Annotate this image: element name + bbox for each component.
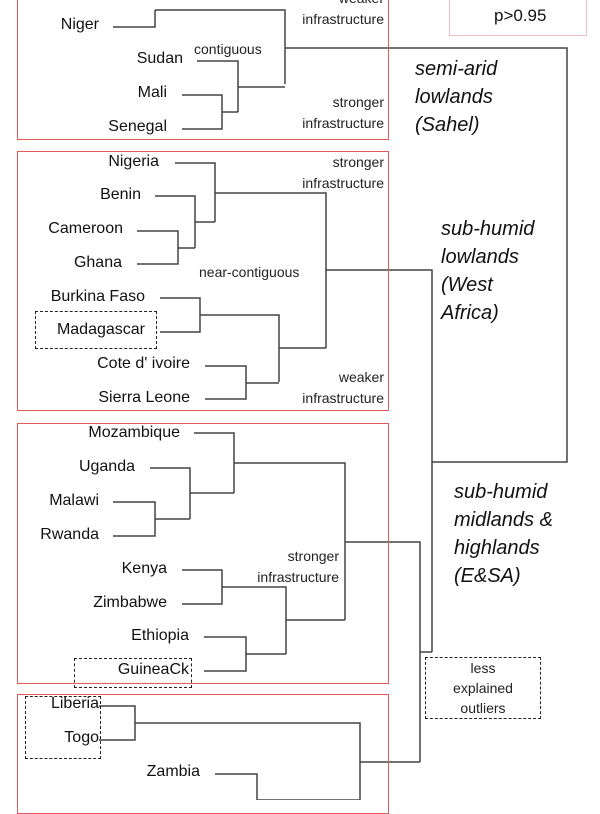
note-sahel-weaker-text: weaker infrastructure [302, 0, 384, 27]
leaf-kenya: Kenya [121, 560, 167, 577]
branch-benin [155, 195, 196, 248]
region-sahel-line-3: (Sahel) [415, 114, 480, 136]
branch-bm-join [200, 314, 280, 382]
region-wa-line-4: Africa) [441, 302, 499, 324]
cluster-box-esa [17, 423, 389, 684]
leaf-liberia: Liberia [50, 695, 99, 712]
region-wa-line-2: lowlands [441, 246, 519, 268]
outliers-note-line-1: less [470, 660, 496, 676]
note-wa-stronger: stronger infrastructure [284, 152, 384, 194]
outlier-box-guineack [74, 658, 192, 688]
region-label-sahel: semi-arid lowlands (Sahel) [415, 55, 497, 139]
region-esa-line-1: sub-humid [454, 481, 548, 503]
note-wa-stronger-text: stronger infrastructure [302, 154, 384, 191]
leaf-sierra-leone: Sierra Leone [98, 389, 190, 406]
leaf-burkina-faso: Burkina Faso [50, 288, 145, 305]
branch-wa-top [215, 192, 327, 348]
cluster-box-sahel [17, 0, 389, 140]
legend-significance: p>0.95 [494, 6, 547, 25]
leaf-niger: Niger [60, 16, 99, 33]
region-wa-line-1: sub-humid [441, 218, 535, 240]
outliers-note-box [425, 657, 541, 719]
leaf-zambia: Zambia [146, 763, 200, 780]
region-esa-line-4: (E&SA) [454, 565, 521, 587]
leaf-mozambique: Mozambique [88, 424, 180, 441]
leaf-cote-divoire: Cote d' ivoire [97, 355, 190, 372]
legend-box [449, 0, 587, 36]
branch-mozambique [194, 432, 235, 493]
branch-uganda [150, 467, 191, 519]
branch-esa-root [345, 541, 421, 762]
leaf-zimbabwe: Zimbabwe [93, 594, 167, 611]
branch-esa-top [234, 462, 346, 620]
leaf-sudan: Sudan [136, 50, 183, 67]
leaf-nigeria: Nigeria [108, 153, 159, 170]
branch-zambia-join [257, 762, 361, 800]
leaf-togo: Togo [64, 729, 99, 746]
branch-wa-root [326, 269, 433, 652]
leaf-mali: Mali [137, 84, 167, 101]
branch-sudan [197, 60, 239, 112]
branch-nigeria [175, 162, 216, 222]
branch-kz-join [222, 586, 287, 654]
branch-niger [113, 10, 156, 28]
note-sahel-weaker: weaker infrastructure [284, 0, 384, 30]
leaf-ethiopia: Ethiopia [131, 627, 189, 644]
region-label-esa: sub-humid midlands & highlands (E&SA) [454, 478, 553, 590]
outliers-note-line-2: explained [453, 680, 513, 696]
note-esa-stronger: stronger infrastructure [239, 546, 339, 588]
leaf-madagascar: Madagascar [56, 321, 145, 338]
note-wa-weaker: weaker infrastructure [284, 367, 384, 409]
region-sahel-line-2: lowlands [415, 86, 493, 108]
branch-zambia [215, 773, 258, 800]
outlier-box-madagascar [35, 311, 157, 349]
leaf-senegal: Senegal [108, 118, 167, 135]
note-sahel-contiguity: contiguous [194, 41, 262, 57]
note-esa-stronger-text: stronger infrastructure [257, 548, 339, 585]
outliers-note: less explained outliers [425, 658, 541, 718]
leaf-rwanda: Rwanda [40, 526, 99, 543]
leaf-cameroon: Cameroon [48, 220, 123, 237]
region-esa-line-2: midlands & [454, 509, 553, 531]
branch-sahel-top [155, 9, 286, 84]
branch-lt-join [135, 722, 361, 762]
leaf-uganda: Uganda [78, 458, 135, 475]
leaf-guineack: GuineaCk [117, 661, 189, 678]
leaf-benin: Benin [100, 186, 141, 203]
leaf-malawi: Malawi [49, 492, 99, 509]
outlier-box-liberia-togo [25, 696, 101, 759]
note-wa-weaker-text: weaker infrastructure [302, 369, 384, 406]
note-sahel-stronger-text: stronger infrastructure [302, 94, 384, 131]
branch-sahel-root [285, 47, 568, 463]
cluster-box-west-africa [17, 151, 389, 411]
leaf-ghana: Ghana [73, 254, 122, 271]
region-wa-line-3: (West [441, 274, 493, 296]
note-wa-contiguity: near-contiguous [199, 264, 300, 280]
region-label-west-africa: sub-humid lowlands (West Africa) [441, 215, 534, 327]
region-sahel-line-1: semi-arid [415, 58, 498, 80]
outliers-note-line-3: outliers [460, 700, 506, 716]
region-esa-line-3: highlands [454, 537, 540, 559]
note-sahel-stronger: stronger infrastructure [284, 92, 384, 134]
